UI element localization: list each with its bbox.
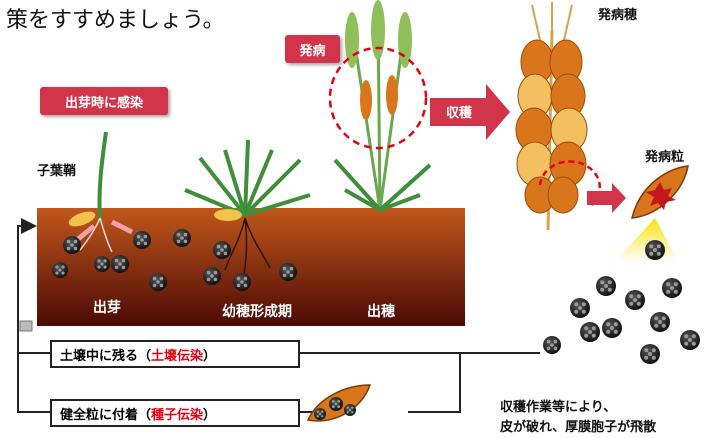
spore-icon [111, 255, 129, 273]
harvest-arrow [430, 84, 510, 140]
route-seed-highlight: 種子伝染 [151, 407, 204, 423]
spore-icon [543, 336, 561, 354]
spore-icon [94, 256, 110, 272]
spore-icon [580, 322, 600, 342]
spore-icon [213, 241, 231, 259]
spore-icon [52, 262, 68, 278]
route-soil-prefix: 土壌中に残る（ [60, 348, 152, 364]
route-soil-highlight: 土壌伝染 [151, 348, 204, 364]
label-emergence: 出芽 [93, 300, 121, 316]
label-diseased-grain: 発病粒 [645, 150, 685, 165]
diseased-ear-highlight [328, 46, 428, 150]
spore-icon [173, 229, 191, 247]
spore-icon [314, 408, 326, 420]
spread-caption-line2: 皮が破れ、厚膜胞子が飛散 [500, 420, 657, 435]
seedling-emergence [68, 131, 134, 253]
spore-icon [570, 298, 590, 318]
spore-icon [63, 236, 81, 254]
heading-fragment: 策をすすめましょう。 [6, 8, 225, 33]
plant-heading [333, 0, 432, 212]
spore-icon [680, 330, 700, 350]
spore-icon [149, 273, 167, 291]
label-diseased-ear: 発病穂 [598, 8, 638, 23]
plant-panicle-formation [184, 139, 311, 276]
diseased-grain [631, 165, 689, 219]
spore-icon [625, 290, 645, 310]
spread-caption-line1: 収穫作業等により、 [500, 400, 617, 415]
spore-group [52, 229, 700, 420]
diseased-ear-closeup [515, 2, 588, 231]
label-coleoptile: 子葉鞘 [37, 164, 77, 179]
route-soil-transmission: 土壌中に残る（土壌伝染） [50, 340, 300, 368]
spore-icon [344, 404, 356, 416]
label-panicle-formation: 幼穂形成期 [222, 304, 292, 320]
feedback-connectors [17, 218, 540, 413]
spore-icon [645, 240, 665, 260]
route-seed-prefix: 健全粒に付着（ [60, 407, 152, 423]
spore-icon [133, 231, 151, 249]
label-heading: 出穂 [367, 304, 395, 320]
spore-icon [329, 397, 343, 411]
route-seed-suffix: ） [203, 407, 217, 423]
spore-icon [650, 312, 670, 332]
tag-harvest: 収穫 [445, 105, 472, 121]
spore-icon [233, 273, 251, 291]
spore-icon [662, 278, 682, 298]
grain-arrow [587, 183, 626, 213]
spore-icon [596, 276, 616, 296]
spore-icon [602, 318, 622, 338]
route-seed-transmission: 健全粒に付着（種子伝染） [50, 399, 300, 427]
small-square-marker [19, 320, 33, 332]
route-soil-suffix: ） [203, 348, 217, 364]
spore-icon [279, 263, 297, 281]
tag-disease-onset: 発病 [285, 35, 340, 63]
spore-icon [640, 344, 660, 364]
spore-spread-cone [540, 218, 722, 343]
tag-infection-at-germination: 出芽時に感染 [40, 87, 168, 115]
spore-icon [203, 267, 221, 285]
